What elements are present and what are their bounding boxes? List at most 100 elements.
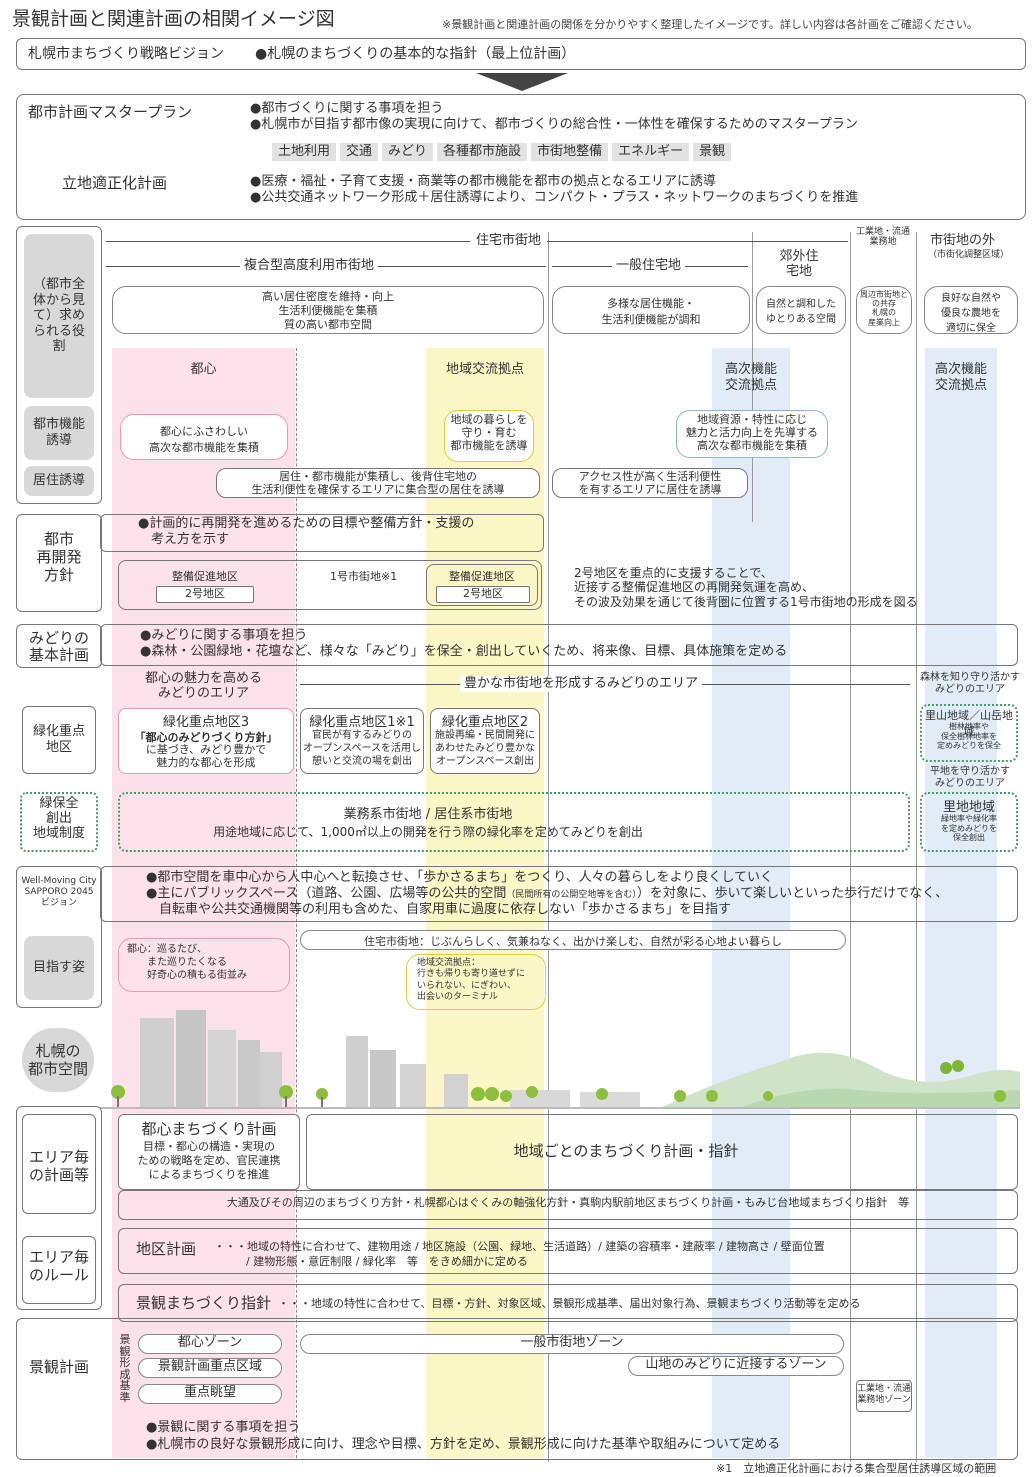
divider-suburb — [752, 232, 753, 522]
hozen-title: 業務系市街地 / 居住系市街地 — [343, 807, 513, 822]
satoyama-box — [920, 704, 1018, 762]
guideline-box — [118, 1284, 1018, 1322]
mezasu-label: 目指す姿 — [24, 936, 94, 1000]
zone-general: 一般住宅地 — [612, 258, 686, 275]
toshin-plan-title: 都心まちづくり計画 — [141, 1120, 277, 1138]
sato-title: 里地地域 — [942, 800, 995, 815]
redev-label-box — [16, 514, 102, 612]
guideline-title: 景観まちづくり指針 — [136, 1294, 272, 1312]
function-label: 都市機能誘導 — [24, 406, 94, 460]
jutaku-vision: 住宅市街地：じぶんらしく、気兼ねなく、出かけ楽しむ、自然が彩る心地よい暮らし — [300, 930, 846, 950]
tag-green: みどり — [382, 143, 434, 162]
wellmoving-line2-main: ●主にパブリックスペース（道路、公園、広場等の公共的空間 — [146, 886, 507, 901]
role-industrial: 周辺市街地との共存 札幌の 産業向上 — [856, 286, 912, 334]
wellmoving-line3: 自転車や公共交通機関等の利用も含めた、自家用車に過度に依存しない「歩かさるまち」… — [146, 902, 732, 917]
divider-outside — [916, 232, 917, 1462]
rikchi-name: 立地適正化計画 — [62, 174, 168, 192]
green-line1: ●みどりに関する事項を担う — [140, 628, 308, 643]
wellmoving-line2-small: （民間所有の公開空地等を含む） — [506, 890, 637, 900]
landscape-vertical: 景観形成基準 — [119, 1333, 131, 1404]
landscape-line2: ●札幌市の良好な景観形成に向け、理念や目標、方針を定め、景観形成に向けた基準や取… — [146, 1437, 781, 1452]
green-label-box — [16, 624, 102, 668]
toshin-plan-box — [118, 1114, 300, 1190]
vision-box — [16, 38, 1026, 70]
areaplans-bracket — [16, 1106, 102, 1310]
wellmoving-label: Well-Moving City SAPPORO 2045 ビジョン — [21, 876, 97, 908]
rules-desc1: ・・・地域の特性に合わせて、建物用途 / 地区施設（公園、緑地、生活道路）/ 建… — [214, 1240, 825, 1253]
zone-mountain: 山地のみどりに近接するゾーン — [628, 1356, 844, 1376]
jyuten-label-box — [22, 706, 96, 774]
divider-industrial — [850, 232, 851, 1462]
rikchi-line2: ●公共交通ネットワーク形成＋居住誘導により、コンパクト・プラス・ネットワークのま… — [250, 190, 859, 205]
masterplan-tags: 土地利用交通みどり各種都市施設市街地整備エネルギー景観 — [272, 140, 735, 162]
residence-label: 居住誘導 — [24, 466, 94, 496]
seibi-2-box — [426, 564, 538, 606]
jyuten-3-desc1: 「都心のみどりづくり方針」 — [134, 731, 278, 744]
area2-b: 2号地区 — [436, 586, 530, 603]
zone-chobo: 重点眺望 — [138, 1384, 282, 1404]
chiiki-plan-title: 地域ごとのまちづくり計画・指針 — [513, 1142, 739, 1160]
chiiki-plan-box — [306, 1114, 1018, 1190]
zone-residential: 住宅市街地 — [470, 233, 548, 250]
wellmoving-line2-end: ）を対象に、歩いて楽しいといった歩行だけでなく、 — [636, 886, 949, 901]
jyuten-3-title: 緑化重点地区3 — [162, 715, 250, 730]
zone-mixed: 複合型高度利用市街地 — [240, 258, 379, 275]
band-koji-label-1: 高次機能 交流拠点 — [724, 362, 777, 393]
green-area-flat: 平地を守り活かす みどりのエリア — [930, 766, 1010, 789]
zone-outside-sub: （市街化調整区域） — [928, 250, 1010, 260]
rules-label-box — [22, 1236, 96, 1304]
jyuten-1-desc: 官民が有するみどりの オープンスペースを活用し 憩いと交流の場を創出 — [303, 730, 421, 767]
jyuten-1-box — [300, 708, 424, 774]
hozen-box — [118, 792, 910, 852]
zone-toshin: 都心ゾーン — [138, 1334, 282, 1354]
plan-list-box — [118, 1190, 1018, 1220]
tag-facilities: 各種都市施設 — [437, 143, 528, 162]
toshin-plan-desc: 目標・都心の構造・実現の ための戦略を定め、官民連携 によるまちづくりを推進 — [137, 1140, 281, 1181]
roles-label: （都市全体から見て）求められる役割 — [24, 234, 94, 398]
rules-desc2: / 建物形態・意匠制限 / 緑化率 等 をきめ細かに定める — [246, 1255, 528, 1268]
tag-landuse: 土地利用 — [272, 143, 337, 162]
role-mixed: 高い居住密度を維持・向上 生活利便機能を集積 質の高い都市空間 — [112, 286, 544, 334]
jyuten-2-box — [430, 708, 540, 774]
role-outside: 良好な自然や 優良な農地を 適切に保全 — [924, 286, 1018, 334]
wellmoving-line1: ●都市空間を車中心から人中心へと転換させ、「歩かさるまち」をつくり、人々の暮らし… — [146, 870, 774, 885]
role-suburb: 自然と調和した ゆとりある空間 — [756, 286, 846, 334]
divider-general — [548, 232, 549, 1462]
chiiki-vision: 地域交流拠点： 行きも帰りも寄り道せずに いられない、にぎわい、 出会いのターミ… — [406, 954, 546, 1010]
green-line2: ●森林・公園緑地・花壇など、様々な「みどり」を保全・創出していくため、将来像、目… — [140, 644, 788, 659]
zone-suburb: 郊外住宅地 — [779, 249, 819, 279]
sato-box — [920, 792, 1018, 852]
zone-jyuten: 景観計画重点区域 — [138, 1358, 282, 1378]
jyuten-label: 緑化重点 地区 — [32, 724, 85, 755]
toshin-vision: 都心：巡るたび、 また巡りたくなる 好奇心の積もる街並み — [118, 938, 290, 992]
green-label: みどりの 基本計画 — [28, 629, 89, 665]
jyuten-3-desc2: に基づき、みどり豊かで 魅力的な都心を形成 — [145, 743, 267, 770]
redev-desc: ●計画的に再開発を進めるための目標や整備方針・支援の 考え方を示す — [138, 516, 475, 548]
header-note: ※景観計画と関連計画の関係を分かりやすく整理したイメージです。詳しい内容は各計画… — [442, 18, 978, 31]
page-title: 景観計画と関連計画の相関イメージ図 — [12, 8, 335, 30]
areaplans-label: エリア毎 の計画等 — [28, 1148, 89, 1184]
band-chiiki-label: 地域交流拠点 — [445, 362, 524, 377]
function-koji: 地域資源・特性に応じ 魅力と活力向上を先導する 高次な都市機能を集積 — [676, 410, 828, 458]
green-area-forest: 森林を知り守り活かす みどりのエリア — [920, 672, 1020, 695]
redev-outer-box — [118, 560, 542, 610]
masterplan-line2: ●札幌市が目指す都市像の実現に向けて、都市づくりの総合性・一体性を確保するための… — [250, 117, 858, 132]
city1: 1号市街地※1 — [330, 570, 398, 583]
rikchi-line1: ●医療・福祉・子育て支援・商業等の都市機能を都市の拠点となるエリアに誘導 — [250, 174, 716, 189]
tag-urban-dev: 市街地整備 — [531, 143, 609, 162]
footnote: ※1 立地適正化計画における集合型居住誘導区域の範囲 — [716, 1462, 997, 1475]
areaplans-label-box — [22, 1114, 96, 1214]
zone-industrial-ls: 工業地・流通業務地ゾーン — [856, 1380, 912, 1412]
seibi-2: 整備促進地区 — [449, 570, 515, 583]
hozen-desc: 用途地域に応じて、1,000㎡以上の開発を行う際の緑化率を定めてみどりを創出 — [213, 825, 643, 839]
tag-energy: エネルギー — [612, 143, 690, 162]
rules-title: 地区計画 — [136, 1240, 197, 1258]
landscape-bracket — [16, 1318, 1018, 1460]
sato-desc: 緑地率や緑化率 を定めみどりを 保全創出 — [941, 814, 997, 843]
band-koji-label-2: 高次機能 交流拠点 — [934, 362, 987, 393]
rules-box — [118, 1228, 1018, 1274]
seibi-1: 整備促進地区 — [172, 570, 238, 583]
dashed-divider — [296, 348, 297, 1458]
green-area-toshin: 都心の魅力を高める みどりのエリア — [144, 671, 262, 701]
satoyama-desc: 樹林地率や 保全樹林地率を 定めみどりを保全 — [937, 722, 1001, 751]
